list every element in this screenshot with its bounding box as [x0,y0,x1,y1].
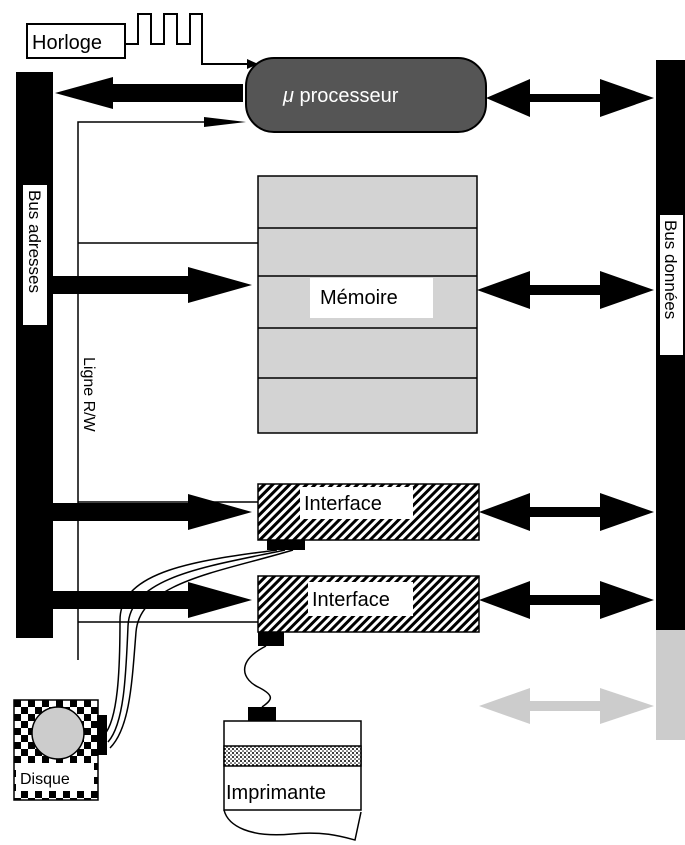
rw-line-arrowhead [204,117,246,127]
disk-cable [103,549,278,736]
clock-label: Horloge [32,32,102,54]
printer: Imprimante [223,707,362,841]
clock-box [26,23,126,59]
printer-connector [248,707,276,721]
data-arrow-interface-1 [479,493,654,531]
rw-line-path [77,121,205,660]
interface-1-label-box [300,487,413,519]
interface-2-connector [258,632,284,646]
data-bus-label: Bus données [661,220,680,319]
disk-cable [109,549,294,749]
memory-label: Mémoire [320,287,398,309]
interface-2-label: Interface [312,589,390,611]
address-bus-label: Bus adresses [25,190,44,293]
clock-arrowhead [247,59,258,69]
microprocessor-box [245,57,487,133]
address-arrow-to-memory [53,267,252,303]
data-arrow-interface-2 [479,581,654,619]
data-arrow-processor [486,79,654,117]
disk: Disque [13,699,107,801]
data-arrows [477,79,654,724]
data-bus: Bus données [656,60,685,740]
printer-cable [244,645,272,708]
printer-label: Imprimante [226,782,326,804]
address-arrows [53,77,252,618]
address-arrow-from-processor [55,77,243,109]
rw-line: Ligne R/W [77,117,258,660]
data-bus-label-box [660,215,683,355]
address-bus-label-box [23,185,47,325]
disk-cable [107,549,286,743]
clock: Horloge [26,13,258,69]
cables [103,549,294,749]
interface-1-label: Interface [304,493,382,515]
address-bus: Bus adresses [16,72,53,638]
microprocessor-label: μ processeur [282,85,399,107]
data-arrow-memory [477,271,654,309]
address-bus-bar [16,72,53,638]
rw-line-label: Ligne R/W [80,357,97,433]
address-arrow-to-interface-1 [53,494,252,530]
interface-1-connector [267,540,305,550]
disk-platter [31,706,85,760]
memory-label-box [310,278,433,318]
printer-paper-band [223,745,362,767]
memory: Mémoire [257,175,478,434]
data-arrow-extension [479,688,654,724]
interface-2-label-box [308,582,413,616]
disk-connector [97,715,107,755]
interface-2: Interface [257,575,480,646]
interface-1: Interface [257,483,480,550]
microprocessor: μ processeur [245,57,487,133]
data-bus-extension [656,630,685,740]
printer-paper [223,809,362,841]
disk-label: Disque [20,771,70,788]
disk-label-box [16,763,94,791]
clock-signal [125,13,247,65]
